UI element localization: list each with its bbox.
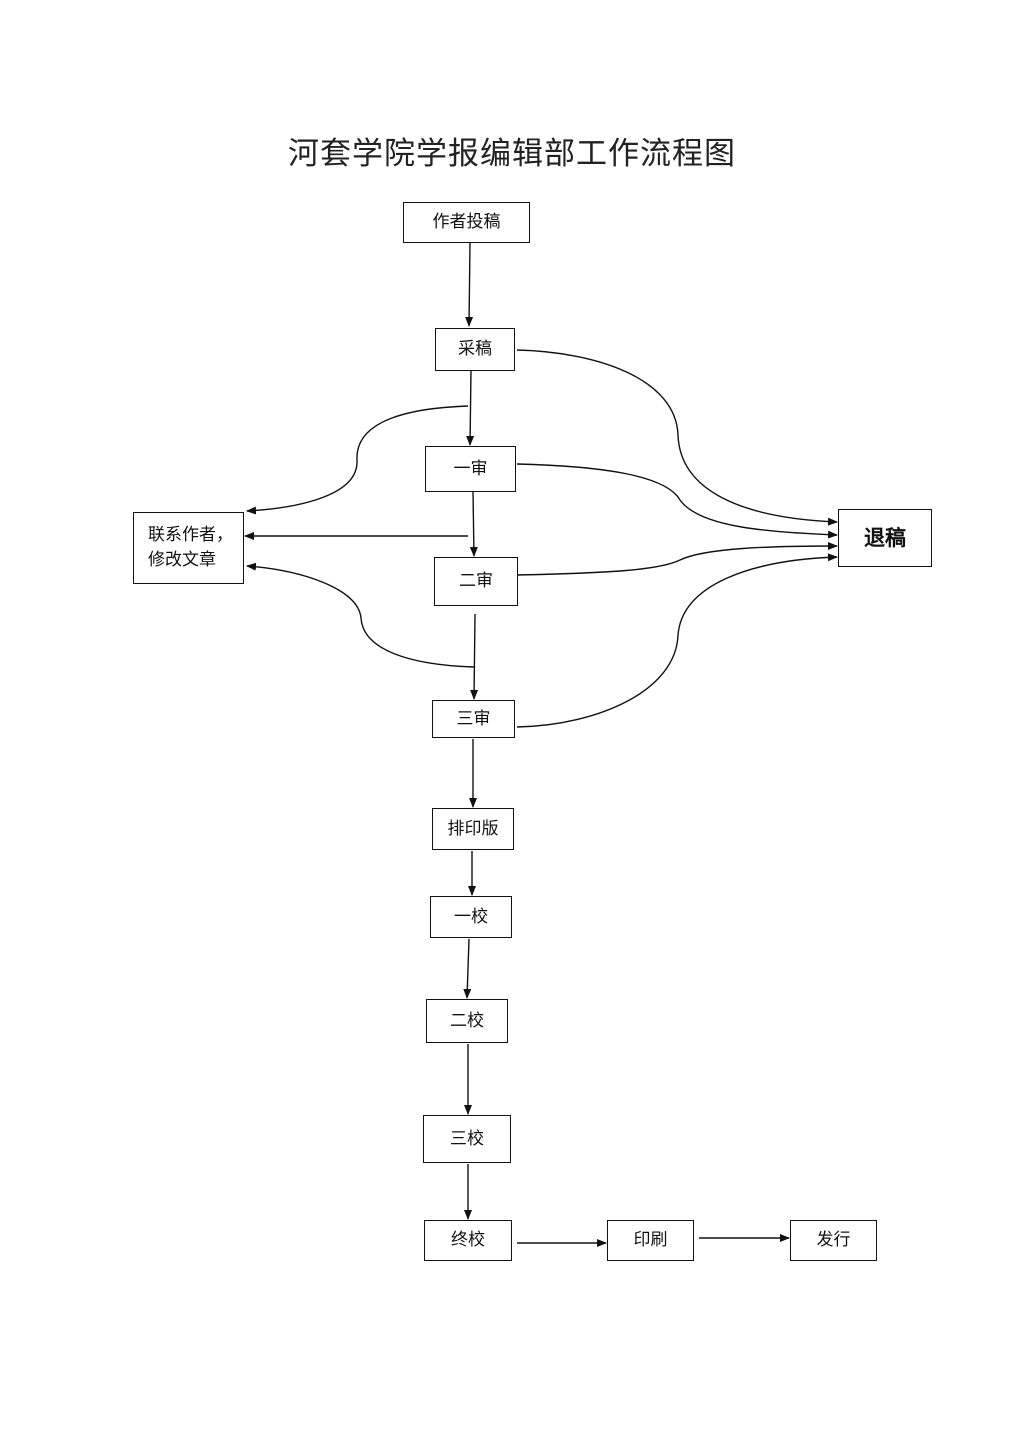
edge-loop-to-contact-upper <box>246 405 469 515</box>
node-typeset: 排印版 <box>432 808 514 850</box>
edge-loop-to-contact-lower <box>246 562 475 668</box>
node-reject-label: 退稿 <box>864 525 906 550</box>
node-proof2: 二校 <box>426 999 508 1043</box>
node-review2-label: 二审 <box>459 571 493 592</box>
node-submit: 作者投稿 <box>403 202 530 243</box>
edge-accept-reject <box>516 349 838 526</box>
node-contact-line2: 修改文章 <box>148 550 216 570</box>
node-print-label: 印刷 <box>633 1230 668 1251</box>
node-accept: 采稿 <box>435 328 515 371</box>
node-review3: 三审 <box>432 700 515 738</box>
node-review2: 二审 <box>434 557 518 606</box>
edge-review2-reject <box>516 542 838 576</box>
node-publish: 发行 <box>790 1220 877 1261</box>
node-contact-line1: 联系作者， <box>148 525 233 546</box>
node-proof1: 一校 <box>430 896 512 938</box>
edge-proof1-proof2 <box>463 938 472 999</box>
node-review3-label: 三审 <box>456 708 491 729</box>
node-proof2-label: 二校 <box>450 1010 484 1031</box>
edge-review1-review2 <box>469 491 478 557</box>
node-final-proof: 终校 <box>424 1220 512 1261</box>
node-accept-label: 采稿 <box>458 339 492 360</box>
node-submit-label: 作者投稿 <box>432 212 501 233</box>
node-review1: 一审 <box>425 446 516 492</box>
edge-review2-review3 <box>470 613 479 700</box>
edge-review3-reject <box>516 553 838 728</box>
node-contact-author: 联系作者， 修改文章 <box>133 512 244 584</box>
node-reject: 退稿 <box>838 509 932 567</box>
edge-submit-accept <box>465 242 474 327</box>
edge-accept-review1 <box>466 370 475 446</box>
node-proof3: 三校 <box>423 1115 511 1163</box>
node-publish-label: 发行 <box>816 1230 851 1251</box>
edge-review1-reject <box>516 463 838 539</box>
node-proof3-label: 三校 <box>450 1128 484 1149</box>
page-title: 河套学院学报编辑部工作流程图 <box>288 136 736 172</box>
node-final-proof-label: 终校 <box>451 1230 485 1251</box>
node-review1-label: 一审 <box>453 458 488 479</box>
node-proof1-label: 一校 <box>454 906 488 927</box>
node-print: 印刷 <box>607 1220 694 1261</box>
node-typeset-label: 排印版 <box>447 818 499 839</box>
